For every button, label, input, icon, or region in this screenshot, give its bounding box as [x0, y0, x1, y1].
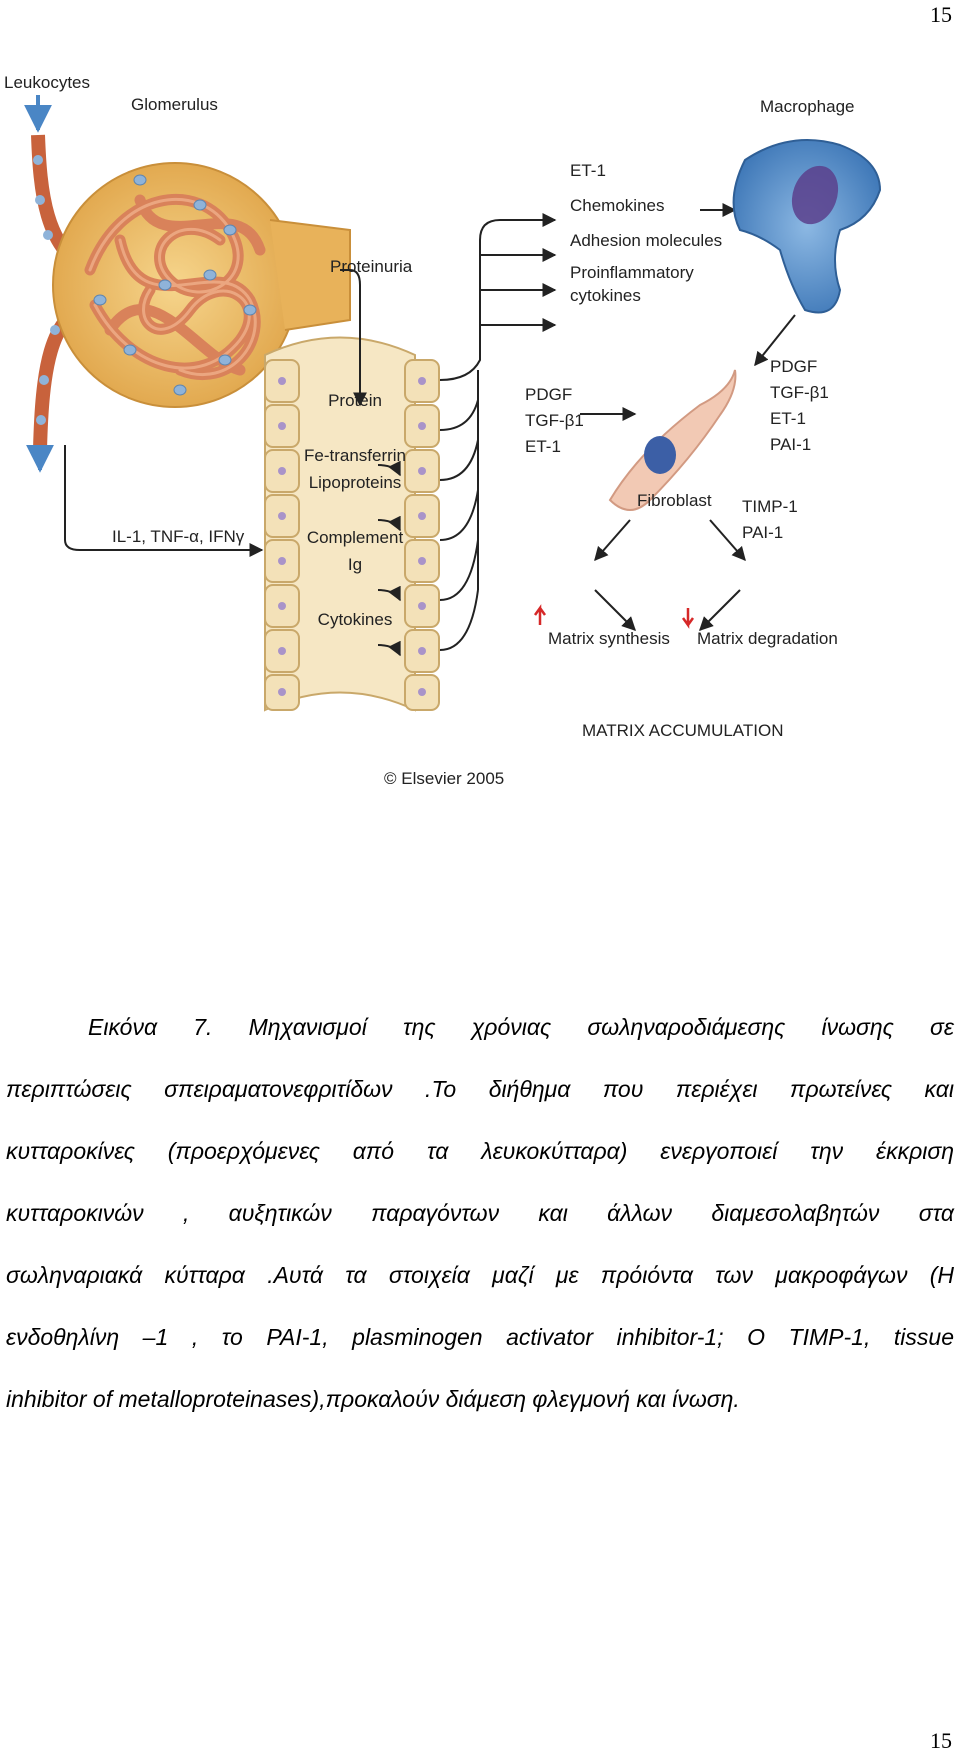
label-lipoproteins: Lipoproteins	[309, 473, 402, 492]
secretion-arrows	[439, 203, 796, 651]
label-matrix-accumulation: MATRIX ACCUMULATION	[582, 721, 784, 740]
caption-line: Εικόνα 7. Μηχανισμοί της χρόνιας σωληναρ…	[88, 1014, 954, 1040]
label-adhesion-molecules: Adhesion molecules	[570, 231, 722, 250]
label-chemokines: Chemokines	[570, 196, 665, 215]
macrophage	[732, 139, 882, 314]
glomerulus	[52, 162, 351, 408]
label-right-pai1: PAI-1	[770, 435, 811, 454]
figure-caption: Εικόνα 7. Μηχανισμοί της χρόνιας σωληναρ…	[6, 996, 954, 1430]
copyright-label: © Elsevier 2005	[384, 769, 504, 788]
tubule-arrows	[64, 269, 401, 657]
label-cytokines-top: cytokines	[570, 286, 641, 305]
label-leukocytes: Leukocytes	[4, 73, 90, 92]
label-pai1: PAI-1	[742, 523, 783, 542]
caption-line: ενδοθηλίνη –1 , το PAI-1, plasminogen ac…	[6, 1324, 954, 1350]
label-right-et1: ET-1	[770, 409, 806, 428]
caption-line: κυτταροκινών , αυξητικών παραγόντων και …	[6, 1200, 954, 1226]
label-et1-top: ET-1	[570, 161, 606, 180]
caption-line: περιπτώσεις σπειραματονεφριτίδων .Το διή…	[6, 1076, 954, 1102]
label-glomerulus: Glomerulus	[131, 95, 218, 114]
red-indicator-arrows	[533, 604, 695, 629]
page-number-bottom: 15	[930, 1728, 952, 1753]
fibrosis-mechanism-figure: Leukocytes Glomerulus Macrophage ET-1 Ch…	[0, 70, 960, 800]
label-matrix-degradation: Matrix degradation	[697, 629, 838, 648]
label-proteinuria: Proteinuria	[330, 257, 413, 276]
label-complement: Complement	[307, 528, 404, 547]
label-proinflammatory: Proinflammatory	[570, 263, 694, 282]
label-fe-transferrin: Fe-transferrin	[304, 446, 406, 465]
label-matrix-synthesis: Matrix synthesis	[548, 629, 670, 648]
label-right-tgf: TGF-β1	[770, 383, 829, 402]
label-cytokines: Cytokines	[318, 610, 393, 629]
label-il1-tnf-ifn: IL-1, TNF-α, IFNγ	[112, 527, 245, 546]
fibroblast	[608, 369, 737, 511]
page-number-top: 15	[930, 2, 952, 27]
label-timp1: TIMP-1	[742, 497, 798, 516]
label-ig: Ig	[348, 555, 362, 574]
tubule	[264, 336, 440, 712]
caption-line: κυτταροκίνες (προερχόμενες από τα λευκοκ…	[6, 1138, 954, 1164]
label-left-pdgf: PDGF	[525, 385, 572, 404]
caption-line: inhibitor of metalloproteinases),προκαλο…	[6, 1386, 740, 1412]
label-right-pdgf: PDGF	[770, 357, 817, 376]
label-macrophage: Macrophage	[760, 97, 855, 116]
label-left-tgf: TGF-β1	[525, 411, 584, 430]
label-left-et1: ET-1	[525, 437, 561, 456]
label-protein: Protein	[328, 391, 382, 410]
label-fibroblast: Fibroblast	[637, 491, 712, 510]
caption-line: σωληναριακά κύτταρα .Αυτά τα στοιχεία μα…	[6, 1262, 954, 1288]
